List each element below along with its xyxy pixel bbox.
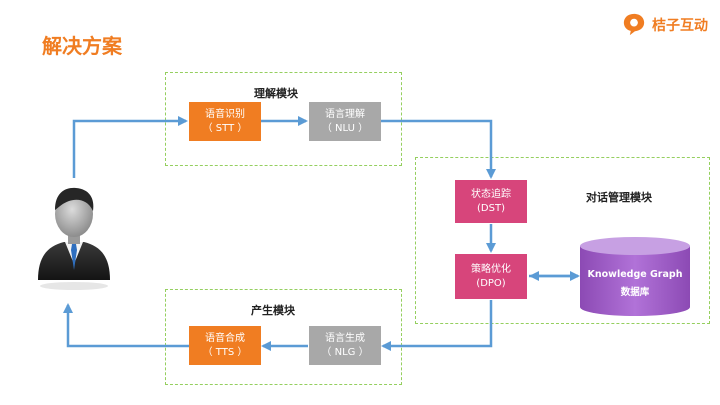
arrow-tts-to-user <box>63 303 189 348</box>
dpo-node-title: 策略优化 <box>471 263 511 275</box>
nlu-node-abbr: （ NLU ） <box>321 122 369 134</box>
dialog-management-module <box>415 157 710 324</box>
arrow-dpo-to-nlg <box>381 300 493 351</box>
knowledge-graph-node: Knowledge Graph 数据库 <box>580 266 690 302</box>
nlg-node-abbr: （ NLG ） <box>321 346 369 358</box>
stt-node-title: 语音识别 <box>205 108 245 120</box>
tts-node: 语音合成 （ TTS ） <box>189 326 261 365</box>
dst-node-title: 状态追踪 <box>471 188 511 200</box>
knowledge-graph-subtitle: 数据库 <box>620 287 650 298</box>
generation-module <box>165 289 402 385</box>
knowledge-graph-title: Knowledge Graph <box>587 269 683 280</box>
generation-module-label: 产生模块 <box>251 304 295 317</box>
arrow-nlu-to-dst <box>381 119 496 179</box>
arrow-user-to-stt <box>72 116 188 178</box>
orange-speech-bubble-icon <box>623 13 645 36</box>
dpo-node: 策略优化 (DPO) <box>455 254 527 299</box>
dst-node: 状态追踪 (DST) <box>455 180 527 223</box>
page-title: 解决方案 <box>42 34 122 58</box>
tts-node-abbr: （ TTS ） <box>202 346 248 358</box>
understanding-module <box>165 72 402 166</box>
businessman-avatar-icon <box>38 187 110 290</box>
nlu-node: 语言理解 （ NLU ） <box>309 102 381 141</box>
brand-name: 桔子互动 <box>652 18 708 34</box>
dst-node-abbr: (DST) <box>477 202 505 214</box>
stt-node: 语音识别 （ STT ） <box>189 102 261 141</box>
nlg-node-title: 语言生成 <box>325 332 365 344</box>
dialog-management-module-label: 对话管理模块 <box>586 191 652 204</box>
nlu-node-title: 语言理解 <box>325 108 365 120</box>
understanding-module-label: 理解模块 <box>254 87 298 100</box>
dpo-node-abbr: (DPO) <box>476 277 506 289</box>
stt-node-abbr: （ STT ） <box>202 122 248 134</box>
tts-node-title: 语音合成 <box>205 332 245 344</box>
nlg-node: 语言生成 （ NLG ） <box>309 326 381 365</box>
